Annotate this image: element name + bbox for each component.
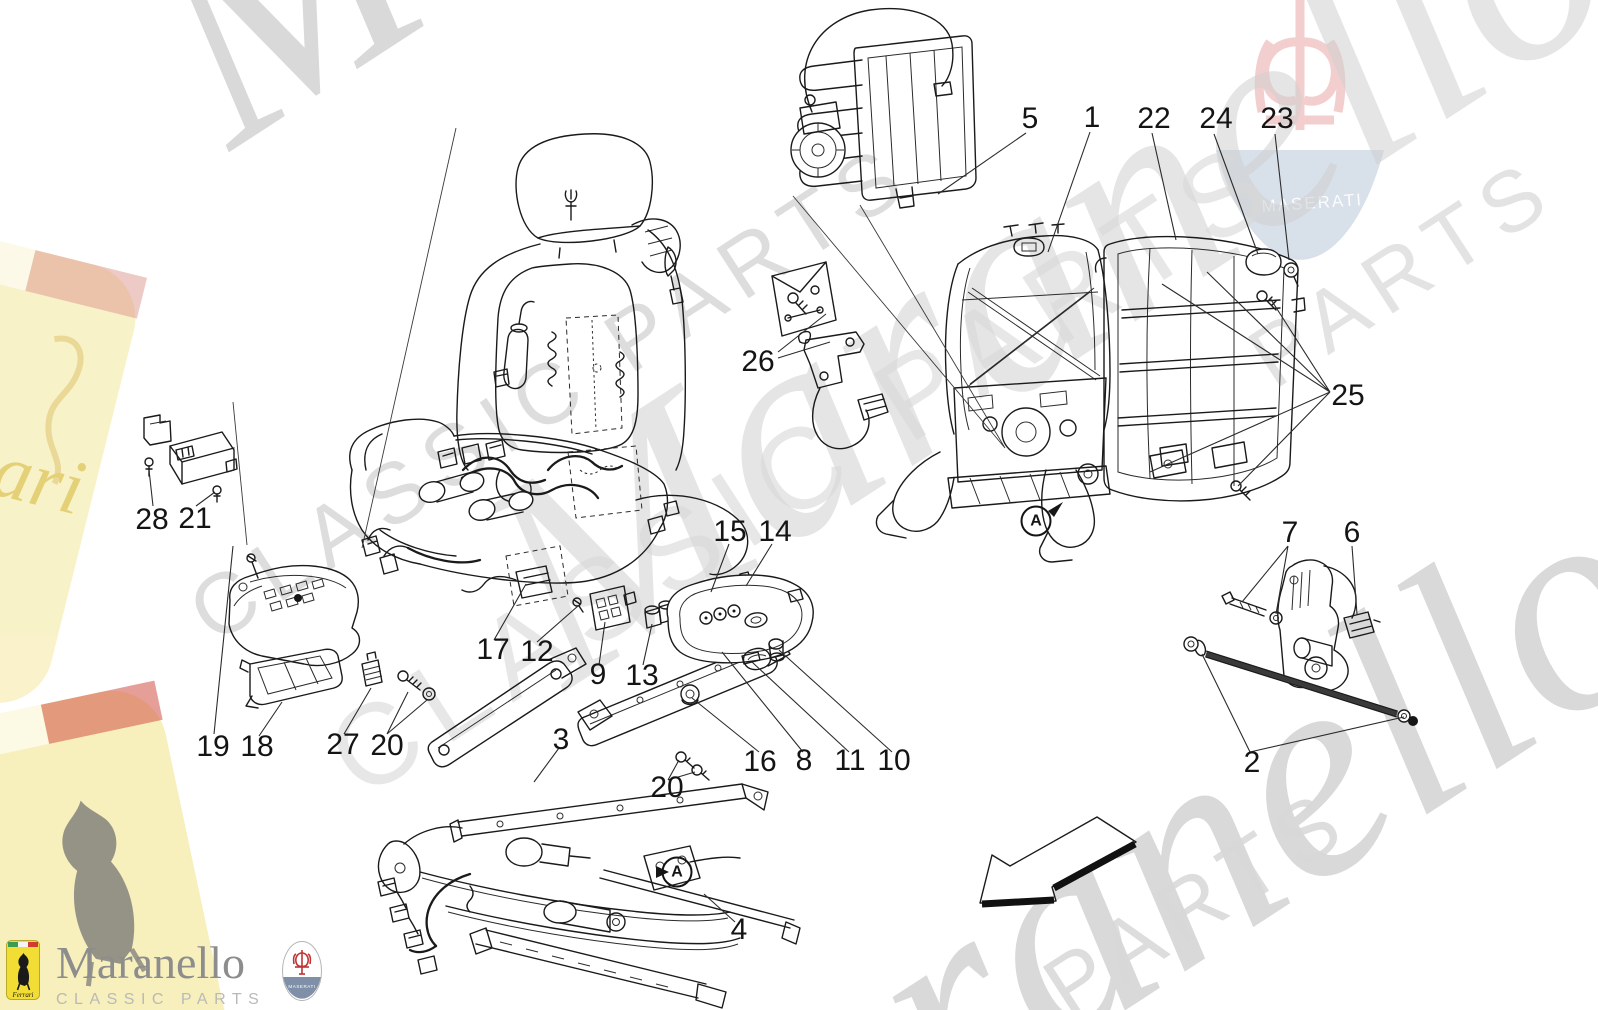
part-number-16: 16 [743,745,777,778]
part-number-20: 20 [370,729,404,762]
part-number-11: 11 [834,744,866,777]
recliner-motor-drawing [1221,559,1381,692]
part-number-27: 27 [326,728,360,761]
construction-lines [232,127,1006,549]
part-number-19: 19 [196,730,230,763]
backrest-panel-drawing [1094,235,1306,502]
direction-arrow [979,816,1137,908]
view-marker-A: A [661,856,693,888]
heater-pad-drawing [790,7,977,209]
view-marker-A: A [1020,505,1052,537]
seat-assembly-drawing [349,133,749,584]
part-number-6: 6 [1343,516,1361,549]
part-number-22: 22 [1137,102,1171,135]
part-number-18: 18 [240,730,274,763]
switch-panel-drawing [461,545,814,706]
part-number-8: 8 [795,744,813,777]
panel-fasteners-drawing [1149,248,1299,501]
part-number-9: 9 [589,658,607,691]
part-number-12: 12 [520,635,554,668]
maserati-badge: MASERATI [282,941,323,1001]
side-trim-drawing [228,553,436,709]
part-number-13: 13 [625,659,659,692]
ferrari-shield-watermark-left: Ferrari [0,206,148,703]
maranello-logo: Ferrari Maranello CLASSIC PARTS MASERATI [6,940,323,1009]
ecu-modules-drawing [143,414,238,503]
trident-emblem [564,189,578,221]
part-number-1: 1 [1083,101,1101,134]
part-number-5: 5 [1021,102,1039,135]
backrest-frame-drawing [875,222,1111,563]
part-number-28: 28 [135,503,169,536]
part-number-24: 24 [1199,102,1233,135]
part-number-2: 2 [1243,746,1261,779]
part-number-17: 17 [476,633,510,666]
part-number-14: 14 [758,515,792,548]
leader-lines [148,131,1405,923]
ferrari-badge: Ferrari [6,940,40,1000]
mounting-kit-drawing [771,261,889,450]
svg-text:MASERATI: MASERATI [289,984,316,989]
part-number-10: 10 [877,744,911,777]
part-number-4: 4 [730,913,748,946]
part-number-25: 25 [1331,379,1365,412]
part-number-21: 21 [178,502,212,535]
part-number-26: 26 [741,345,775,378]
seat-track-drawing [377,783,801,1009]
part-number-15: 15 [713,515,747,548]
part-number-23: 23 [1260,102,1294,135]
brand-name: Maranello [56,937,246,988]
svg-text:Ferrari: Ferrari [12,991,34,999]
brand-wordmark: Maranello CLASSIC PARTS [56,940,265,1009]
brand-tagline: CLASSIC PARTS [56,991,266,1008]
part-number-20: 20 [650,771,684,804]
seat-rails-drawing [427,637,791,781]
part-number-3: 3 [552,723,570,756]
torsion-rod-drawing [1183,636,1418,726]
part-number-7: 7 [1281,516,1299,549]
maserati-badge-watermark: MASERATI [1216,0,1384,260]
